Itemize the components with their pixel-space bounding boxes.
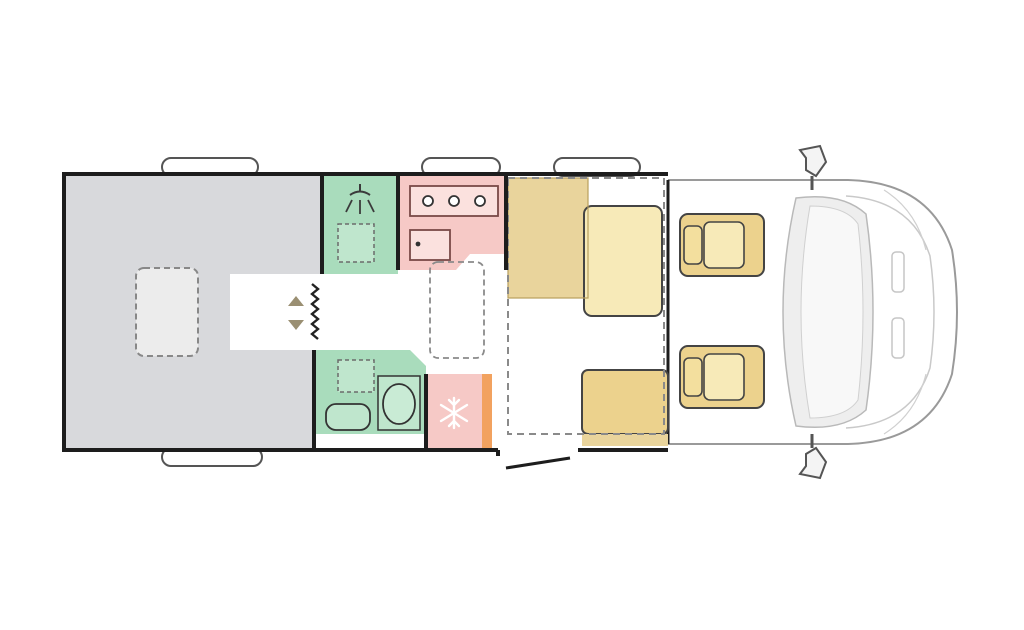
exterior-walls [62, 172, 668, 456]
fridge [426, 374, 492, 448]
dinette [507, 177, 669, 446]
washbasin-icon [325, 403, 371, 431]
dinette-cushion [583, 205, 663, 317]
rear-bed-left [66, 174, 322, 274]
step-up-down-icon [288, 283, 320, 340]
dinette-bench [508, 178, 588, 298]
rear-step-area [230, 274, 320, 350]
rooflight-dashed [135, 267, 199, 357]
rear-bed-right [66, 350, 314, 450]
snowflake-icon [439, 396, 469, 430]
toilet-icon [377, 375, 421, 431]
passenger-seat [679, 345, 765, 409]
kitchen [398, 174, 506, 359]
steering-wheel-cab-icon [782, 195, 874, 429]
sink-icon [409, 229, 451, 261]
driver-seat [679, 213, 765, 277]
hob-burner-icon [422, 195, 486, 207]
mirror-bottom [798, 434, 828, 480]
cab-outline [666, 144, 958, 480]
shower-icon [345, 184, 375, 214]
rear-bed [66, 174, 322, 450]
shower-room [322, 174, 398, 274]
mirror-top [798, 144, 828, 190]
toilet-room [314, 350, 426, 434]
entry-door [505, 456, 571, 470]
